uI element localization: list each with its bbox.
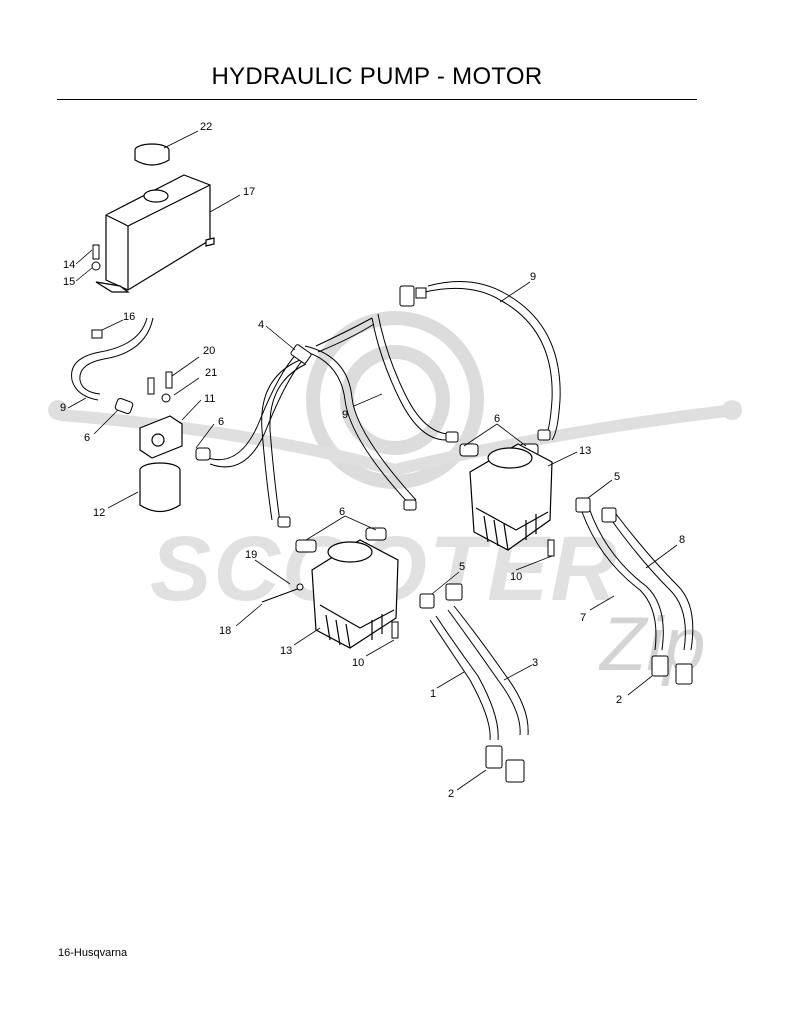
callout-6-right-pump: 6	[494, 413, 500, 425]
callout-6-left-pump: 6	[339, 506, 345, 518]
callout-1: 1	[430, 688, 436, 700]
callout-9-left: 9	[60, 402, 66, 414]
tank-cap	[134, 143, 170, 166]
callout-17: 17	[243, 186, 255, 198]
oil-filter	[139, 462, 181, 513]
callout-9-center: 9	[342, 409, 348, 421]
callout-6-filter: 6	[218, 416, 224, 428]
callout-12: 12	[93, 507, 105, 519]
hydraulic-pump-left	[311, 539, 399, 649]
callout-22: 22	[200, 121, 212, 133]
callout-10-left: 10	[352, 657, 364, 669]
callout-21: 21	[205, 367, 217, 379]
callout-7: 7	[580, 612, 586, 624]
callout-3: 3	[532, 657, 538, 669]
page-title: HYDRAULIC PUMP - MOTOR	[211, 63, 543, 90]
callout-5-right: 5	[614, 471, 620, 483]
callout-2-left: 2	[448, 788, 454, 800]
callout-8: 8	[679, 534, 685, 546]
filter-base	[139, 415, 183, 459]
callout-13-left: 13	[280, 645, 292, 657]
callout-9-top: 9	[530, 271, 536, 283]
callout-4: 4	[258, 319, 264, 331]
callout-20: 20	[203, 345, 215, 357]
hydraulic-tank	[95, 174, 215, 293]
callout-16: 16	[123, 311, 135, 323]
callout-19: 19	[245, 549, 257, 561]
callout-10-right: 10	[510, 571, 522, 583]
callout-11: 11	[204, 393, 215, 405]
callout-5-left: 5	[459, 561, 465, 573]
callout-6-left: 6	[84, 432, 90, 444]
page-footer: 16-Husqvarna	[58, 947, 128, 959]
hydraulic-pump-right	[469, 443, 553, 551]
title-divider	[57, 99, 697, 100]
callout-2-right: 2	[616, 694, 622, 706]
callout-15: 15	[63, 276, 75, 288]
callout-13-right: 13	[579, 445, 591, 457]
callout-18: 18	[219, 625, 231, 637]
callout-14: 14	[63, 259, 75, 271]
